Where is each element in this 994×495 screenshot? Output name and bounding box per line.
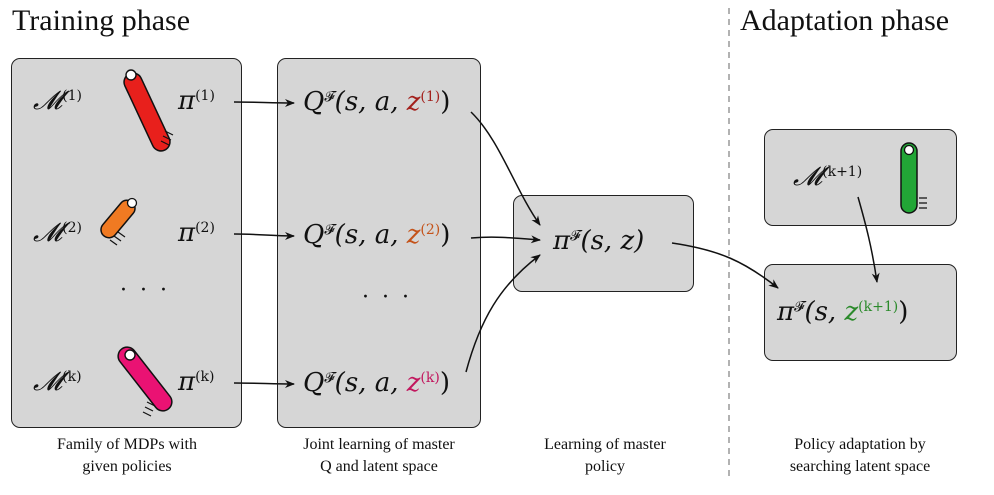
caption-adaptation-line1: Policy adaptation by	[794, 436, 926, 453]
adapted-policy-box	[764, 264, 957, 361]
arrow-policy2-to-q2	[233, 231, 295, 240]
caption-family-line1: Family of MDPs with	[56, 436, 197, 453]
arrow-q1-to-master	[470, 111, 541, 226]
mdp-label-2: 𝓜(2)	[33, 218, 82, 248]
pendulum-icon-1	[123, 69, 174, 152]
mdp-label-k: 𝓜(k)	[33, 367, 82, 397]
new-mdp-box	[764, 129, 957, 226]
caption-learning-line1: Learning of master	[544, 436, 666, 453]
q-ellipsis: · · ·	[362, 285, 412, 310]
policy-label-1: π(1)	[178, 86, 215, 116]
mdp-ellipsis: · · ·	[120, 278, 170, 303]
caption-family-line2: given policies	[82, 458, 172, 475]
policy-label-k: π(k)	[178, 367, 215, 397]
pendulum-icon-new	[900, 142, 927, 214]
caption-family: Family of MDPs with given policies	[6, 434, 248, 478]
caption-joint: Joint learning of master Q and latent sp…	[262, 434, 496, 478]
pendulum-icon-2	[100, 197, 138, 246]
adaptation-phase-title: Adaptation phase	[740, 4, 950, 37]
arrow-q2-to-master	[470, 235, 541, 244]
arrow-qk-to-master	[465, 254, 541, 373]
caption-joint-line1: Joint learning of master	[303, 436, 455, 453]
arrow-newmdp-to-adapted-policy	[857, 196, 880, 283]
training-phase-title: Training phase	[12, 4, 191, 37]
policy-label-2: π(2)	[178, 218, 215, 248]
pendulum-icon-k	[117, 346, 173, 417]
joint-q-box	[277, 58, 481, 428]
caption-learning-line2: policy	[585, 458, 625, 475]
mdp-label-1: 𝓜(1)	[33, 86, 82, 116]
caption-learning: Learning of master policy	[505, 434, 705, 478]
caption-adaptation: Policy adaptation by searching latent sp…	[745, 434, 975, 478]
arrow-policyk-to-qk	[233, 379, 295, 388]
new-mdp-label: 𝓜(k+1)	[793, 162, 863, 192]
master-policy-box	[513, 195, 694, 292]
adapted-policy-label: π𝓕(s, z(k+1))	[777, 297, 909, 327]
master-policy-label: π𝓕(s, z)	[553, 226, 645, 256]
q-label-1: Q𝓕(s, a, z(1))	[303, 87, 451, 117]
arrow-policy1-to-q1	[233, 98, 295, 107]
q-label-k: Q𝓕(s, a, z(k))	[303, 368, 450, 398]
caption-joint-line2: Q and latent space	[320, 458, 438, 475]
caption-adaptation-line2: searching latent space	[789, 458, 931, 475]
arrow-master-to-adapted-policy	[671, 242, 779, 289]
q-label-2: Q𝓕(s, a, z(2))	[303, 220, 451, 250]
